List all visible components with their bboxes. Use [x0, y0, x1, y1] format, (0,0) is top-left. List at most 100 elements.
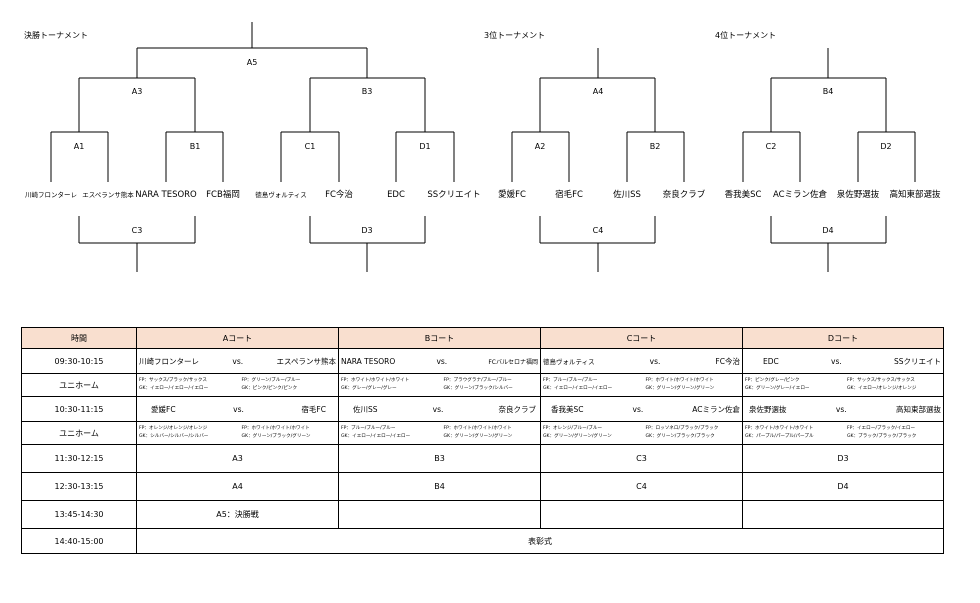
match-cell-a: A4 — [136, 472, 339, 501]
match-label-c3: C3 — [132, 226, 143, 235]
uniform-text: GK：ピンク/ピンク/ピンク — [241, 386, 298, 391]
vs-label: vs. — [233, 404, 244, 414]
match-label-d4: D4 — [822, 226, 833, 235]
uniform-text: FP：ホワイト/ホワイト/ホワイト — [341, 378, 410, 383]
vs-label: vs. — [232, 356, 244, 366]
match-cell-c: 香我美SC vs. ACミラン佐倉 — [540, 396, 743, 422]
uniform-cell-d: FP：ホワイト/ホワイト/ホワイト FP：イエロー/ブラック/イエロー GK：パー… — [742, 421, 944, 445]
team-name: エスペランサ熊本 — [82, 190, 134, 199]
header-court-a: Aコート — [136, 327, 339, 349]
team-name: 徳島ヴォルティス — [255, 190, 307, 199]
match-cell-c — [540, 500, 743, 529]
match-label-b4: B4 — [823, 87, 834, 96]
ceremony-cell: 表彰式 — [136, 528, 944, 554]
uniform-text: GK：イエロー/イエロー/イエロー — [543, 386, 613, 391]
match-cell-b: NARA TESORO vs. FCバルセロナ福岡 — [338, 348, 541, 374]
uniform-text: FP：ブルー/ブルー/ブルー — [341, 426, 396, 431]
fourth-place-tournament-title: 4位トーナメント — [715, 30, 776, 40]
uniform-text: FP：ブルー/ブルー/ブルー — [543, 378, 598, 383]
match-cell-a: A5：決勝戦 — [136, 500, 339, 529]
uniform-text: GK：イエロー/イエロー/イエロー — [341, 434, 411, 439]
match-label-c2: C2 — [766, 142, 777, 151]
third-place-bracket-lines — [511, 48, 685, 272]
uniform-text: FP：オレンジ/オレンジ/オレンジ — [139, 426, 208, 431]
uniform-text: GK：シルバー/シルバー/シルバー — [139, 434, 209, 439]
match-cell-d — [742, 500, 944, 529]
vs-label: vs. — [831, 356, 842, 366]
away-team: 奈良クラブ — [498, 404, 536, 414]
away-team: エスペランサ熊本 — [276, 356, 336, 366]
team-name: FCB福岡 — [206, 189, 240, 200]
header-court-d: Dコート — [742, 327, 944, 349]
away-team: FC今治 — [715, 356, 740, 366]
table-row: 10:30-11:15 愛媛FC vs. 宿毛FC 佐川SS vs. 奈良クラブ… — [21, 396, 944, 422]
away-team: 宿毛FC — [301, 404, 326, 414]
uniform-text: FP：サックス/サックス/サックス — [847, 378, 915, 383]
uniform-text: GK：パープル/パープル/パープル — [745, 434, 814, 439]
uniform-text: GK：グリーン/ブラック/ブラック — [645, 434, 715, 439]
tournament-bracket: 決勝トーナメント 3位トーナメント 4位トーナメント — [24, 22, 941, 272]
uniform-text: FP：オレンジ/ブルー/ブルー — [543, 426, 603, 431]
time-cell: 11:30-12:15 — [21, 444, 137, 473]
uniform-label: ユニホーム — [21, 421, 137, 445]
home-team: NARA TESORO — [341, 356, 396, 366]
table-row: 13:45-14:30 A5：決勝戦 — [21, 500, 944, 529]
vs-label: vs. — [649, 356, 661, 366]
uniform-cell-c: FP：オレンジ/ブルー/ブルー FP：ロッソネロ/ブラック/ブラック GK：グリー… — [540, 421, 743, 445]
match-label-b3: B3 — [362, 87, 373, 96]
vs-label: vs. — [436, 356, 448, 366]
home-team: 徳島ヴォルティス — [543, 358, 595, 366]
match-label-d2: D2 — [880, 142, 891, 151]
match-label-a2: A2 — [535, 142, 546, 151]
uniform-text: FP：プラウグラナ/ブルー/ブルー — [443, 378, 512, 383]
uniform-text: GK：グリーン/グリーン/グリーン — [543, 434, 612, 439]
header-time: 時間 — [21, 327, 137, 349]
match-cell-a: 川崎フロンターレ vs. エスペランサ熊本 — [136, 348, 339, 374]
uniform-text: FP：ロッソネロ/ブラック/ブラック — [645, 426, 719, 431]
uniform-text: FP：サックス/ブラック/サックス — [139, 378, 207, 383]
time-cell: 09:30-10:15 — [21, 348, 137, 374]
home-team: 泉佐野選抜 — [749, 404, 787, 414]
table-header-row: 時間 Aコート Bコート Cコート Dコート — [21, 327, 944, 349]
uniform-text: GK：グリーン/ブラック/グリーン — [241, 434, 311, 439]
uniform-text: FP：ホワイト/ホワイト/ホワイト — [745, 426, 814, 431]
team-name: 宿毛FC — [555, 189, 583, 200]
away-team: SSクリエイト — [893, 356, 941, 366]
team-name: NARA TESORO — [135, 190, 197, 200]
time-cell: 12:30-13:15 — [21, 472, 137, 501]
uniform-text: FP：ホワイト/ホワイト/ホワイト — [443, 426, 512, 431]
match-label-a4: A4 — [593, 87, 604, 96]
uniform-label: ユニホーム — [21, 373, 137, 397]
table-row: 09:30-10:15 川崎フロンターレ vs. エスペランサ熊本 NARA T… — [21, 348, 944, 374]
home-team: 香我美SC — [551, 404, 584, 414]
uniform-text: FP：イエロー/ブラック/イエロー — [847, 426, 916, 431]
uniform-text: FP：ホワイト/ホワイト/ホワイト — [645, 378, 714, 383]
uniform-text: GK：ブラック/ブラック/ブラック — [847, 434, 917, 439]
time-cell: 13:45-14:30 — [21, 500, 137, 529]
match-cell-d: D3 — [742, 444, 944, 473]
vs-label: vs. — [835, 404, 847, 414]
uniform-text: GK：グリーン/ブラック/シルバー — [443, 386, 513, 391]
away-team: FCバルセロナ福岡 — [488, 358, 538, 366]
uniform-text: GK：グリーン/グリーン/グリーン — [645, 386, 715, 391]
match-cell-b: 佐川SS vs. 奈良クラブ — [338, 396, 541, 422]
header-court-b: Bコート — [338, 327, 541, 349]
match-label-a1: A1 — [74, 142, 85, 151]
match-label-d1: D1 — [419, 142, 430, 151]
match-cell-b — [338, 500, 541, 529]
uniform-cell-c: FP：ブルー/ブルー/ブルー FP：ホワイト/ホワイト/ホワイト GK：イエロー/… — [540, 373, 743, 397]
match-label-c1: C1 — [305, 142, 316, 151]
team-name: 香我美SC — [725, 189, 762, 200]
uniform-text: GK：グリーン/グリーン/グリーン — [443, 434, 513, 439]
match-cell-d: D4 — [742, 472, 944, 501]
match-cell-d: 泉佐野選抜 vs. 高知東部選抜 — [742, 396, 944, 422]
team-name: 奈良クラブ — [663, 189, 706, 200]
vs-label: vs. — [432, 404, 444, 414]
away-team: ACミラン佐倉 — [692, 404, 740, 414]
third-place-tournament-title: 3位トーナメント — [484, 30, 545, 40]
match-cell-c: C3 — [540, 444, 743, 473]
